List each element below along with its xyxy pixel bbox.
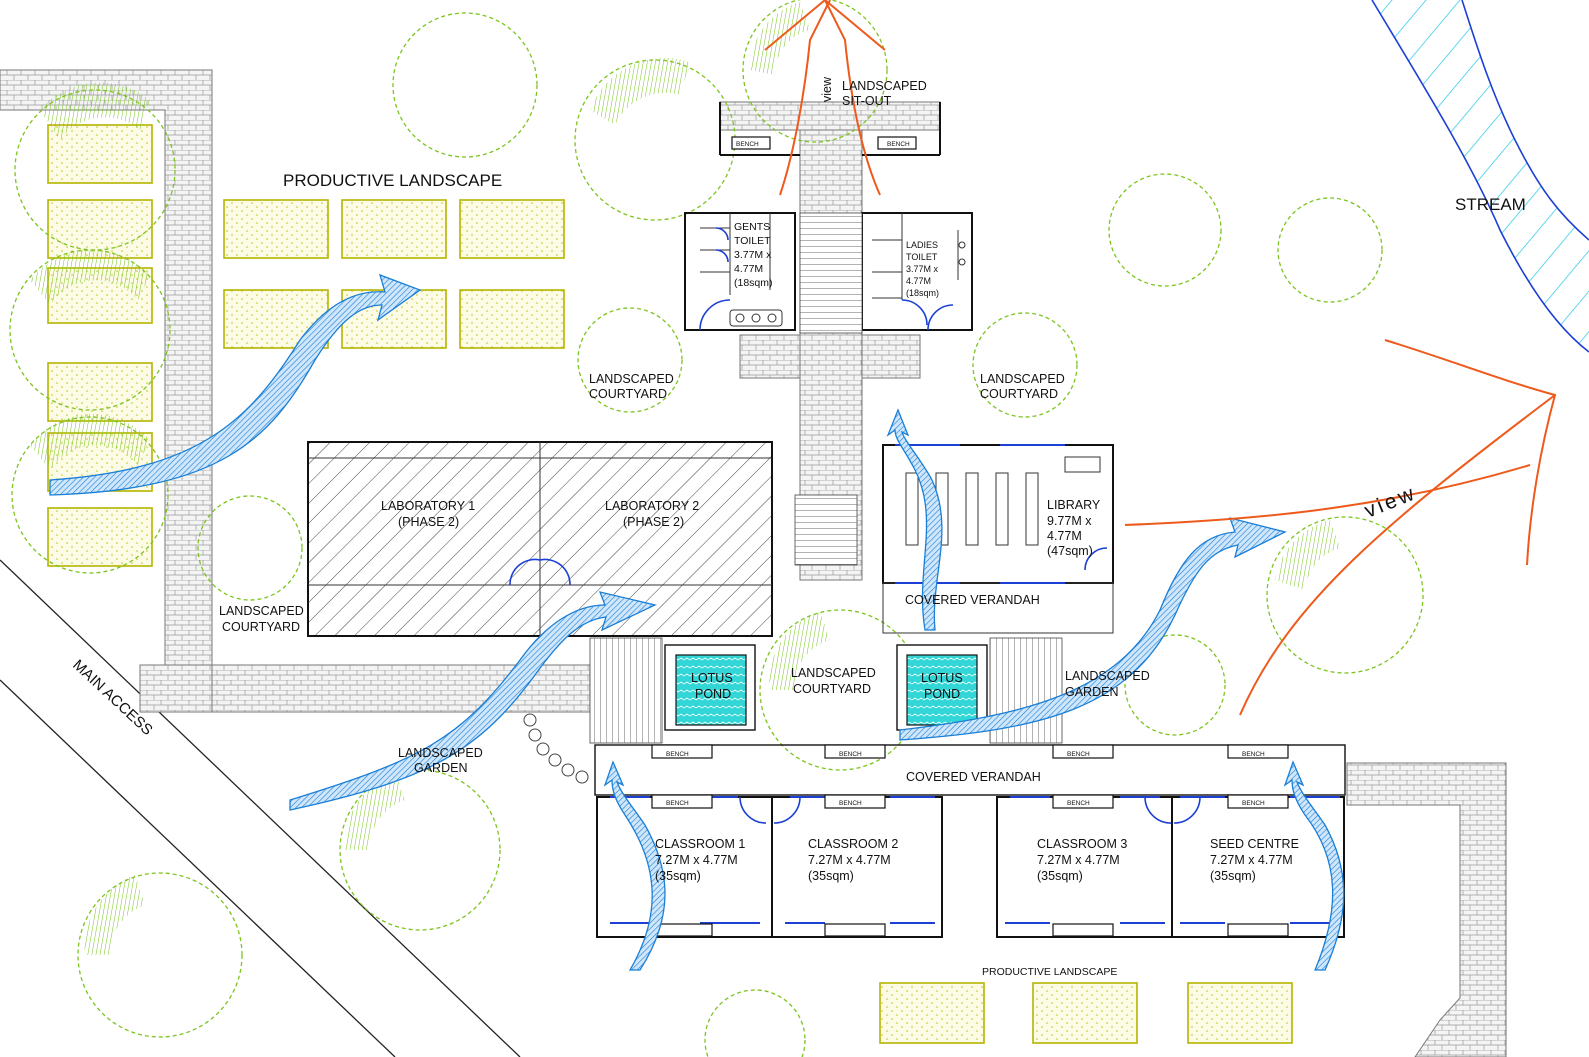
stream-label: STREAM	[1455, 195, 1526, 214]
ladies-toilet-label-4: 4.77M	[906, 276, 931, 286]
courtyard-center-label-2: COURTYARD	[793, 682, 871, 696]
view-label-right: view	[1361, 481, 1420, 523]
lotus-pond-right-label-2: POND	[924, 687, 960, 701]
productive-beds-south	[879, 982, 1293, 1044]
seed-centre-name: SEED CENTRE	[1210, 837, 1299, 851]
courtyard-center-label-1: LANDSCAPED	[791, 666, 876, 680]
covered-verandah-upper-label: COVERED VERANDAH	[905, 593, 1040, 607]
ladies-toilet-label-2: TOILET	[906, 252, 938, 262]
lotus-pond-right-label-1: LOTUS	[921, 671, 963, 685]
laboratory-1-label-1: LABORATORY 1	[381, 499, 475, 513]
classroom-3-name: CLASSROOM 3	[1037, 837, 1127, 851]
laboratory-1-label-2: (PHASE 2)	[398, 515, 459, 529]
lotus-pond-left-label-2: POND	[695, 687, 731, 701]
bench-label: BENCH	[666, 751, 689, 758]
bench-markers	[651, 744, 1289, 809]
classroom-3-size: 7.27M x 4.77M	[1037, 853, 1120, 867]
ladies-toilet-label-5: (18sqm)	[906, 288, 939, 298]
seed-centre-size: 7.27M x 4.77M	[1210, 853, 1293, 867]
seed-centre-area: (35sqm)	[1210, 869, 1256, 883]
gents-toilet	[684, 212, 796, 331]
gents-toilet-label-1: GENTS	[734, 221, 770, 233]
bench-label: BENCH	[1067, 800, 1090, 807]
lotus-pond-right	[896, 644, 988, 731]
garden-right-label-2: GARDEN	[1065, 685, 1118, 699]
landscaped-sitout: BENCH BENCH	[719, 102, 941, 156]
classroom-1-size: 7.27M x 4.77M	[655, 853, 738, 867]
stream	[1371, 0, 1589, 353]
classroom-2-size: 7.27M x 4.77M	[808, 853, 891, 867]
courtyard-right-label-2: COURTYARD	[980, 387, 1058, 401]
view-label-top: view	[820, 76, 834, 102]
gents-toilet-label-4: 4.77M	[734, 263, 763, 275]
bench-label: BENCH	[839, 751, 862, 758]
covered-verandah-lower-label: COVERED VERANDAH	[906, 770, 1041, 784]
garden-left-label-1: LANDSCAPED	[398, 746, 483, 760]
ladies-toilet-label-1: LADIES	[906, 240, 938, 250]
classroom-2-name: CLASSROOM 2	[808, 837, 898, 851]
library-label-2: 9.77M x	[1047, 514, 1092, 528]
svg-text:BENCH: BENCH	[736, 141, 759, 148]
courtyard-west-label-2: COURTYARD	[222, 620, 300, 634]
library-label-3: 4.77M	[1047, 529, 1082, 543]
classroom-1-name: CLASSROOM 1	[655, 837, 745, 851]
bench-label: BENCH	[666, 800, 689, 807]
gents-toilet-label-2: TOILET	[734, 235, 771, 247]
library-label-1: LIBRARY	[1047, 498, 1101, 512]
lab-steps	[794, 494, 858, 566]
bench-label: BENCH	[1242, 751, 1265, 758]
sitout-label-2: SIT-OUT	[842, 94, 892, 108]
garden-right-label-1: LANDSCAPED	[1065, 669, 1150, 683]
gents-toilet-label-5: (18sqm)	[734, 277, 773, 289]
laboratory-block	[307, 441, 773, 637]
courtyard-right-label-1: LANDSCAPED	[980, 372, 1065, 386]
library-label-4: (47sqm)	[1047, 544, 1093, 558]
view-lines	[764, 0, 1557, 716]
ladies-toilet-label-3: 3.77M x	[906, 264, 939, 274]
courtyard-left-label-1: LANDSCAPED	[589, 372, 674, 386]
gents-toilet-label-3: 3.77M x	[734, 249, 772, 261]
stepping-stones	[523, 713, 589, 784]
classroom-2-area: (35sqm)	[808, 869, 854, 883]
sitout-label-1: LANDSCAPED	[842, 79, 927, 93]
laboratory-2-label-2: (PHASE 2)	[623, 515, 684, 529]
classroom-1-area: (35sqm)	[655, 869, 701, 883]
verandah-steps-left	[589, 637, 663, 744]
productive-landscape-label-south: PRODUCTIVE LANDSCAPE	[982, 966, 1117, 978]
svg-text:BENCH: BENCH	[887, 141, 910, 148]
bench-label: BENCH	[1067, 751, 1090, 758]
wind-arrows	[49, 273, 1345, 971]
classroom-3-area: (35sqm)	[1037, 869, 1083, 883]
courtyard-west-label-1: LANDSCAPED	[219, 604, 304, 618]
trees	[9, 0, 1424, 1057]
main-access-road	[0, 559, 521, 1057]
toilet-corridor-steps	[799, 212, 863, 334]
lotus-pond-left	[664, 644, 756, 731]
laboratory-2-label-1: LABORATORY 2	[605, 499, 699, 513]
lotus-pond-left-label-1: LOTUS	[691, 671, 733, 685]
bench-label: BENCH	[839, 800, 862, 807]
bench-label: BENCH	[1242, 800, 1265, 807]
productive-landscape-label: PRODUCTIVE LANDSCAPE	[283, 171, 502, 190]
garden-left-label-2: GARDEN	[414, 761, 467, 775]
courtyard-left-label-2: COURTYARD	[589, 387, 667, 401]
